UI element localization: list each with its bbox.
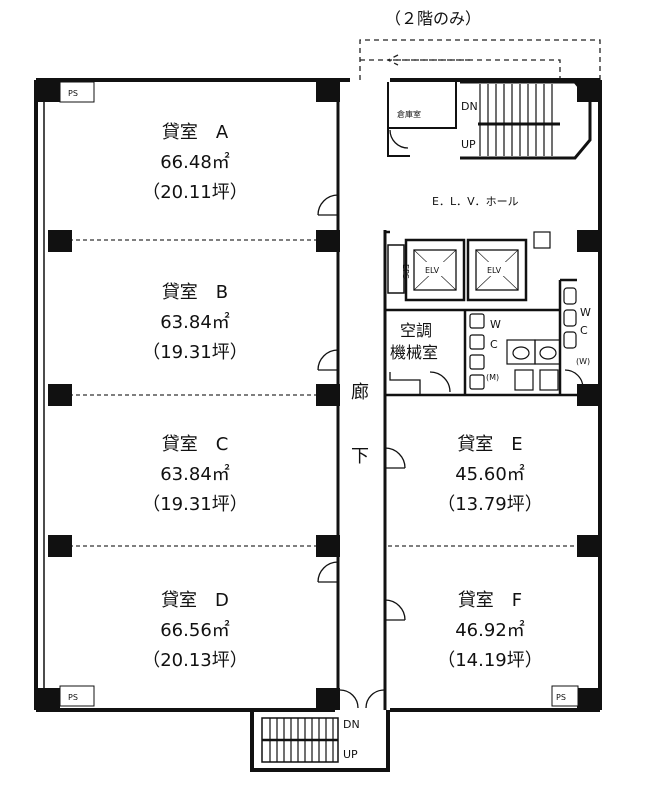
- eps-box: [387, 244, 405, 294]
- elv-hall-label: E．L．V．ホール: [432, 195, 519, 208]
- extension-arrow: [386, 54, 470, 66]
- mech-room-label-2: 機械室: [390, 343, 438, 362]
- room-c-area: 63.84㎡: [160, 463, 230, 485]
- room-d-tsubo: （20.13坪）: [142, 650, 248, 671]
- top-stair-treads: [479, 84, 553, 156]
- wc-c-label-2: C: [580, 324, 588, 337]
- elevator-1-label: ELV: [425, 266, 440, 275]
- storage-room: [387, 82, 457, 157]
- room-partitions-left: [62, 239, 318, 547]
- structural-columns: [36, 80, 601, 710]
- bottom-stair-block: [250, 710, 390, 772]
- room-a-name: 貸室 A: [162, 122, 229, 143]
- bottom-stair-up: UP: [343, 748, 358, 761]
- room-b-area: 63.84㎡: [160, 311, 230, 333]
- room-f-name: 貸室 F: [458, 590, 522, 611]
- room-b-name: 貸室 B: [162, 282, 228, 303]
- elevator-2-label: ELV: [487, 266, 502, 275]
- storage-label: 倉庫室: [397, 109, 421, 119]
- corridor-label-1: 廊: [351, 382, 369, 403]
- top-stair-up: UP: [461, 138, 476, 151]
- men-label: (M): [486, 373, 499, 382]
- ps-box-bottom-right: [551, 685, 579, 707]
- room-d-name: 貸室 D: [161, 590, 229, 611]
- room-f-area: 46.92㎡: [455, 619, 525, 641]
- mech-room-label-1: 空調: [400, 321, 432, 340]
- mech-room-door: [389, 371, 451, 394]
- room-d-area: 66.56㎡: [160, 619, 230, 641]
- wc-w-label-1: W: [490, 318, 501, 331]
- top-stair-block: [460, 80, 592, 160]
- elevator-1: [404, 238, 466, 302]
- room-e-tsubo: （13.79坪）: [437, 494, 543, 515]
- room-e-area: 45.60㎡: [455, 463, 525, 485]
- wc-w-label-2: W: [580, 306, 591, 319]
- ps-box-bottom-left: [59, 685, 95, 707]
- elevator-2: [466, 238, 528, 302]
- second-floor-extension: [359, 39, 601, 80]
- women-label: (W): [576, 357, 590, 366]
- room-c-name: 貸室 C: [162, 434, 229, 455]
- room-b-tsubo: （19.31坪）: [142, 342, 248, 363]
- corridor-label-2: 下: [351, 446, 369, 467]
- room-a-area: 66.48㎡: [160, 151, 230, 173]
- ps-box-top-left: [59, 81, 95, 103]
- bottom-stair-dn: DN: [343, 718, 360, 731]
- ps-label-bottom-left: PS: [68, 693, 78, 702]
- room-a-tsubo: （20.11坪）: [142, 182, 248, 203]
- wc-fixtures: [469, 287, 584, 391]
- hall-fixture: [533, 231, 551, 249]
- door-swings: [317, 129, 409, 709]
- wc-c-label-1: C: [490, 338, 498, 351]
- room-c-tsubo: （19.31坪）: [142, 494, 248, 515]
- core-walls: [383, 230, 577, 395]
- ps-label-top-left: PS: [68, 89, 78, 98]
- ps-label-bottom-right: PS: [556, 693, 566, 702]
- floor-note: （２階のみ）: [385, 9, 481, 28]
- top-stair-dn: DN: [461, 100, 478, 113]
- room-e-name: 貸室 E: [457, 434, 522, 455]
- room-f-tsubo: （14.19坪）: [437, 650, 543, 671]
